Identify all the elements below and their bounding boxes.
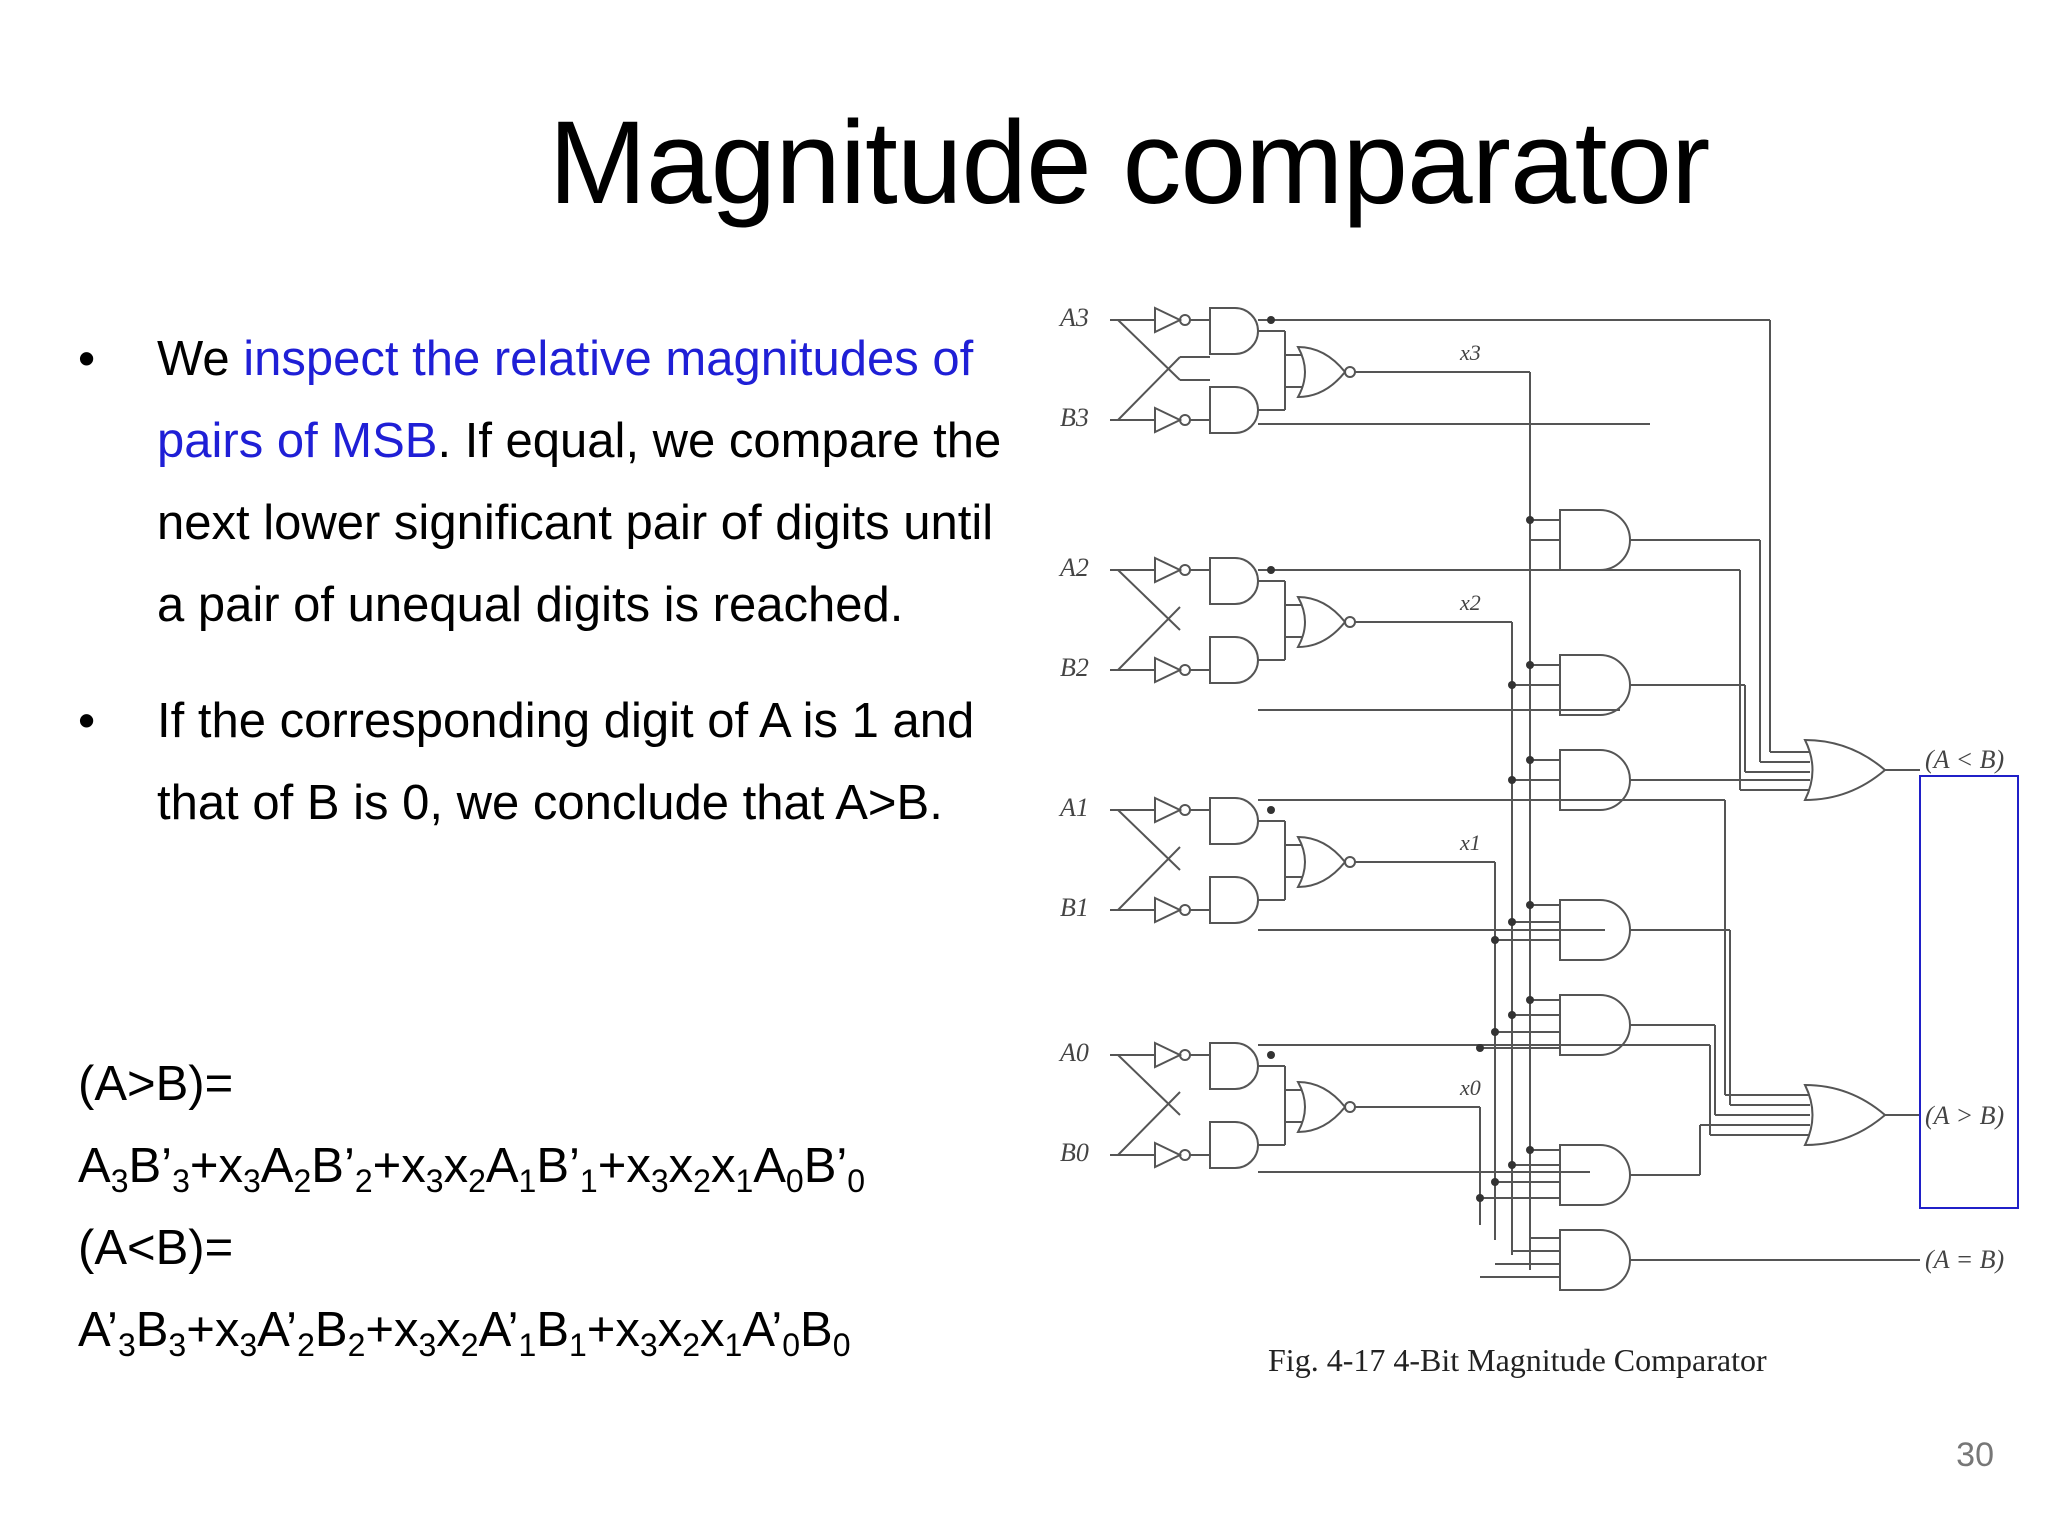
lt-expression: A’3B3+x3A’2B2+x3x2A’1B1+x3x2x1A’0B0 bbox=[78, 1303, 851, 1363]
x3-label: x3 bbox=[1459, 340, 1481, 365]
input-label-a3: A3 bbox=[1058, 303, 1089, 332]
page-number: 30 bbox=[1956, 1436, 1994, 1474]
input-label-a2: A2 bbox=[1058, 553, 1089, 582]
x1-label: x1 bbox=[1459, 830, 1481, 855]
output-label-equal: (A = B) bbox=[1925, 1245, 2004, 1274]
input-label-b3: B3 bbox=[1060, 403, 1089, 432]
x0-label: x0 bbox=[1459, 1075, 1481, 1100]
slide-title: Magnitude comparator bbox=[548, 97, 1711, 229]
bullet-1-highlight: inspect the relative magnitudes of pairs… bbox=[157, 332, 974, 468]
bullet-2-text: If the corresponding digit of A is 1 and… bbox=[157, 694, 975, 830]
input-label-b0: B0 bbox=[1060, 1138, 1089, 1167]
input-label-a1: A1 bbox=[1058, 793, 1089, 822]
input-label-b2: B2 bbox=[1060, 653, 1089, 682]
output-highlight-box bbox=[1919, 775, 2019, 1209]
figure-caption: Fig. 4-17 4-Bit Magnitude Comparator bbox=[1268, 1342, 1767, 1378]
lt-label: (A<B)= bbox=[78, 1221, 234, 1275]
gt-label: (A>B)= bbox=[78, 1057, 234, 1111]
x2-label: x2 bbox=[1459, 590, 1481, 615]
comparator-circuit-diagram: A3 B3 A2 B2 A1 B1 A0 B0 x3 x2 x1 x0 (A <… bbox=[1058, 303, 2019, 1291]
output-label-greater: (A > B) bbox=[1925, 1101, 2004, 1130]
formula-block: (A>B)= A3B’3+x3A2B’2+x3x2A1B’1+x3x2x1A0B… bbox=[78, 1043, 865, 1371]
gt-expression: A3B’3+x3A2B’2+x3x2A1B’1+x3x2x1A0B’0 bbox=[78, 1139, 866, 1199]
input-label-a0: A0 bbox=[1058, 1038, 1089, 1067]
bullet-list: • We inspect the relative magnitudes of … bbox=[72, 318, 1012, 878]
bullet-1-post: . If equal, we compare the next lower si… bbox=[157, 414, 1002, 632]
bullet-marker: • bbox=[78, 694, 96, 748]
input-label-b1: B1 bbox=[1060, 893, 1089, 922]
bullet-item-2: • If the corresponding digit of A is 1 a… bbox=[72, 680, 1012, 844]
output-label-less: (A < B) bbox=[1925, 745, 2004, 774]
bullet-1-pre: We bbox=[157, 332, 244, 386]
bullet-marker: • bbox=[78, 332, 96, 386]
bullet-item-1: • We inspect the relative magnitudes of … bbox=[72, 318, 1012, 646]
